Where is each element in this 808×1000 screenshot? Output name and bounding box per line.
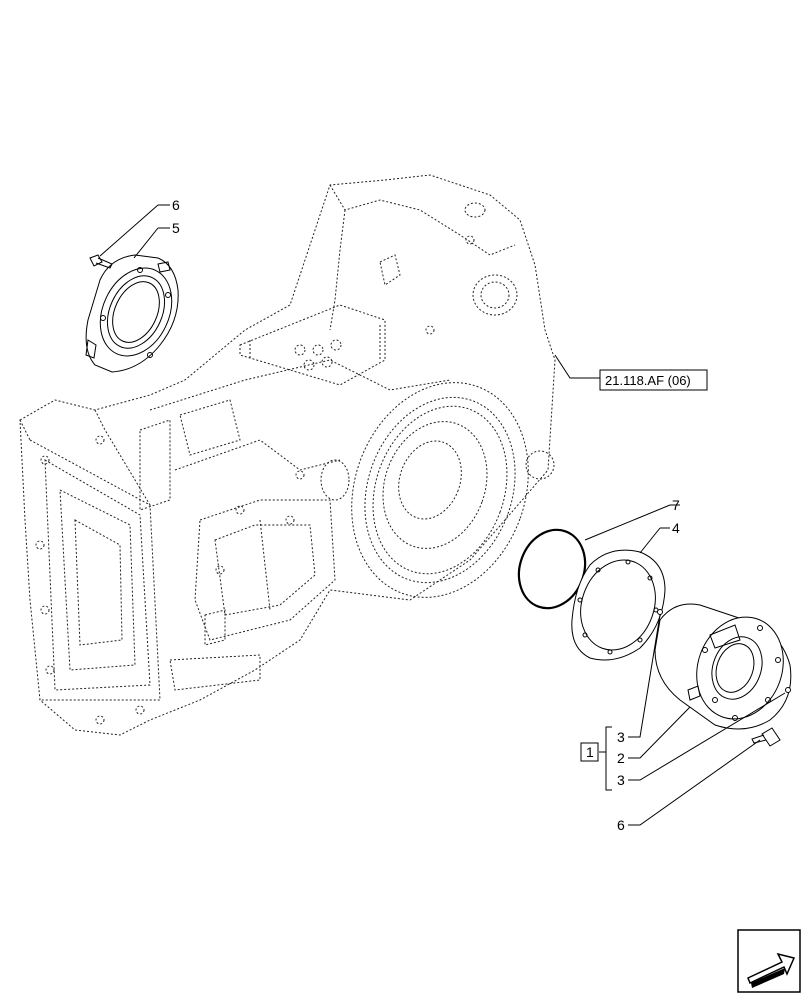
- housing-rear-flange: [351, 382, 529, 598]
- callout-7: 7: [672, 497, 680, 513]
- cover-housing-part-2: [654, 603, 792, 730]
- bolt-part-6-top: [89, 254, 113, 269]
- leader-lines: [99, 204, 786, 826]
- housing-bolt-holes: [35, 235, 475, 725]
- dowel-pin-part-3-top: [657, 609, 663, 615]
- dowel-pin-part-3-bottom: [785, 687, 791, 693]
- kit-callout-box: [580, 742, 599, 762]
- flange-part-5: [85, 254, 179, 373]
- reference-label[interactable]: 21.118.AF (06): [605, 373, 691, 388]
- callout-5: 5: [172, 220, 180, 236]
- gasket-part-4: [571, 549, 666, 661]
- callout-3-top: 3: [617, 729, 625, 745]
- callout-2: 2: [617, 750, 625, 766]
- callout-3-bottom: 3: [617, 772, 625, 788]
- arrow-navigation-icon[interactable]: [737, 929, 801, 993]
- callout-4: 4: [672, 520, 680, 536]
- callout-6-top: 6: [172, 197, 180, 213]
- bolt-part-6-bottom: [751, 727, 781, 747]
- callout-1: 1: [586, 744, 594, 760]
- reference-link[interactable]: 21.118.AF (06): [599, 369, 708, 391]
- callout-6-bottom: 6: [617, 817, 625, 833]
